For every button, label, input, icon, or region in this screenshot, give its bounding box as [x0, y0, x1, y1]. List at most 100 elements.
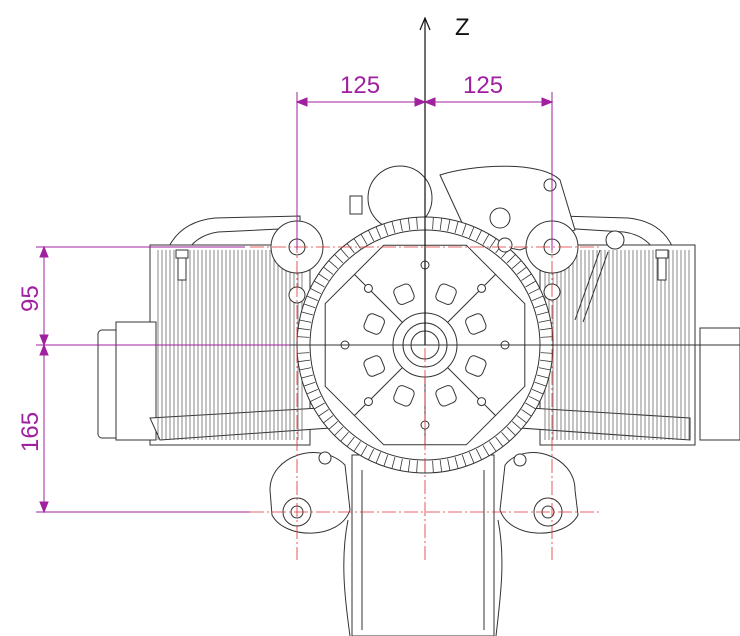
gear-tooth	[318, 273, 329, 281]
gear-tooth	[301, 374, 314, 379]
gear-tooth	[383, 223, 389, 236]
gear-tooth	[528, 395, 540, 402]
gear-tooth	[318, 409, 329, 417]
gear-tooth	[539, 327, 552, 331]
flywheel-spoke	[353, 367, 403, 417]
flywheel-spoke	[447, 273, 497, 323]
gear-tooth	[461, 223, 467, 236]
gear-tooth	[310, 395, 322, 402]
dim-top-left: 125	[340, 72, 380, 99]
hub-pocket	[465, 355, 487, 377]
gear-tooth	[340, 431, 349, 442]
gear-tooth	[489, 441, 497, 452]
spark-plug-right	[655, 249, 669, 281]
mount-lugs	[269, 220, 579, 534]
gear-tooth	[475, 230, 482, 242]
gear-tooth	[482, 233, 490, 245]
gear-tooth	[346, 436, 355, 447]
gear-tooth	[447, 219, 451, 232]
gear-tooth	[334, 426, 344, 436]
gear-tooth	[525, 402, 537, 410]
gear-tooth	[353, 441, 361, 452]
dimension-lines	[36, 92, 554, 514]
gear-tooth	[328, 260, 339, 269]
hub-pocket	[393, 385, 415, 407]
gear-tooth	[432, 460, 434, 473]
gear-tooth	[328, 421, 339, 430]
accessory-bracket	[349, 178, 625, 323]
gear-tooth	[416, 217, 418, 230]
gear-tooth	[299, 319, 312, 323]
gear-tooth	[383, 454, 389, 467]
gear-tooth	[310, 288, 322, 295]
gear-tooth	[346, 243, 355, 254]
gear-tooth	[391, 221, 396, 234]
z-axis	[419, 16, 431, 345]
hub-pocket	[435, 283, 457, 305]
gear-tooth	[313, 280, 325, 288]
hub-pocket	[393, 283, 415, 305]
gear-tooth	[536, 374, 549, 379]
gear-tooth	[534, 303, 547, 309]
dim-left-upper: 95	[17, 285, 44, 312]
bolt-hole	[363, 397, 373, 407]
gear-tooth	[306, 295, 318, 301]
gear-tooth	[303, 381, 316, 387]
bolt-hole	[477, 283, 487, 293]
gear-tooth	[525, 280, 537, 288]
gear-tooth	[469, 452, 475, 464]
gear-tooth	[506, 254, 516, 264]
gear-tooth	[540, 352, 553, 354]
dim-top-right: 125	[463, 72, 503, 99]
gear-tooth	[340, 248, 349, 259]
gear-tooth	[439, 459, 443, 472]
gear-tooth	[475, 448, 482, 460]
flywheel-spoke	[353, 273, 403, 323]
gear-tooth	[447, 458, 451, 471]
gear-tooth	[489, 238, 497, 249]
gear-tooth	[368, 230, 375, 242]
z-axis-label: Z	[455, 14, 470, 41]
gear-tooth	[454, 456, 459, 469]
gear-tooth	[506, 426, 516, 436]
gear-tooth	[439, 218, 443, 231]
gear-tooth	[353, 238, 361, 249]
hub-pocket	[363, 355, 385, 377]
gear-tooth	[323, 415, 334, 424]
gear-tooth	[301, 311, 314, 316]
gear-tooth	[313, 402, 325, 410]
hub-pocket	[363, 313, 385, 335]
gear-tooth	[461, 454, 467, 467]
gear-tooth	[516, 415, 527, 424]
gear-tooth	[399, 458, 403, 471]
gear-tooth	[299, 367, 312, 371]
gear-tooth	[469, 226, 475, 238]
gear-tooth	[407, 218, 411, 231]
hub-pocket	[465, 313, 487, 335]
gear-tooth	[516, 266, 527, 275]
gear-tooth	[407, 459, 411, 472]
gear-tooth	[538, 367, 551, 371]
gear-tooth	[375, 226, 381, 238]
gear-tooth	[303, 303, 316, 309]
gear-tooth	[540, 336, 553, 338]
gear-tooth	[521, 409, 532, 417]
gear-tooth	[298, 359, 311, 363]
gear-tooth	[360, 233, 368, 245]
gear-tooth	[416, 460, 418, 473]
gear-tooth	[432, 217, 434, 230]
gear-tooth	[323, 266, 334, 275]
gear-tooth	[536, 311, 549, 316]
gear-tooth	[297, 336, 310, 338]
gear-tooth	[539, 359, 552, 363]
gear-tooth	[375, 452, 381, 464]
bolt-hole	[363, 283, 373, 293]
bolt-hole	[477, 397, 487, 407]
spark-plug-left	[175, 249, 189, 281]
gear-tooth	[538, 319, 551, 323]
gear-tooth	[306, 389, 318, 395]
hub-pocket	[435, 385, 457, 407]
gear-tooth	[334, 254, 344, 264]
